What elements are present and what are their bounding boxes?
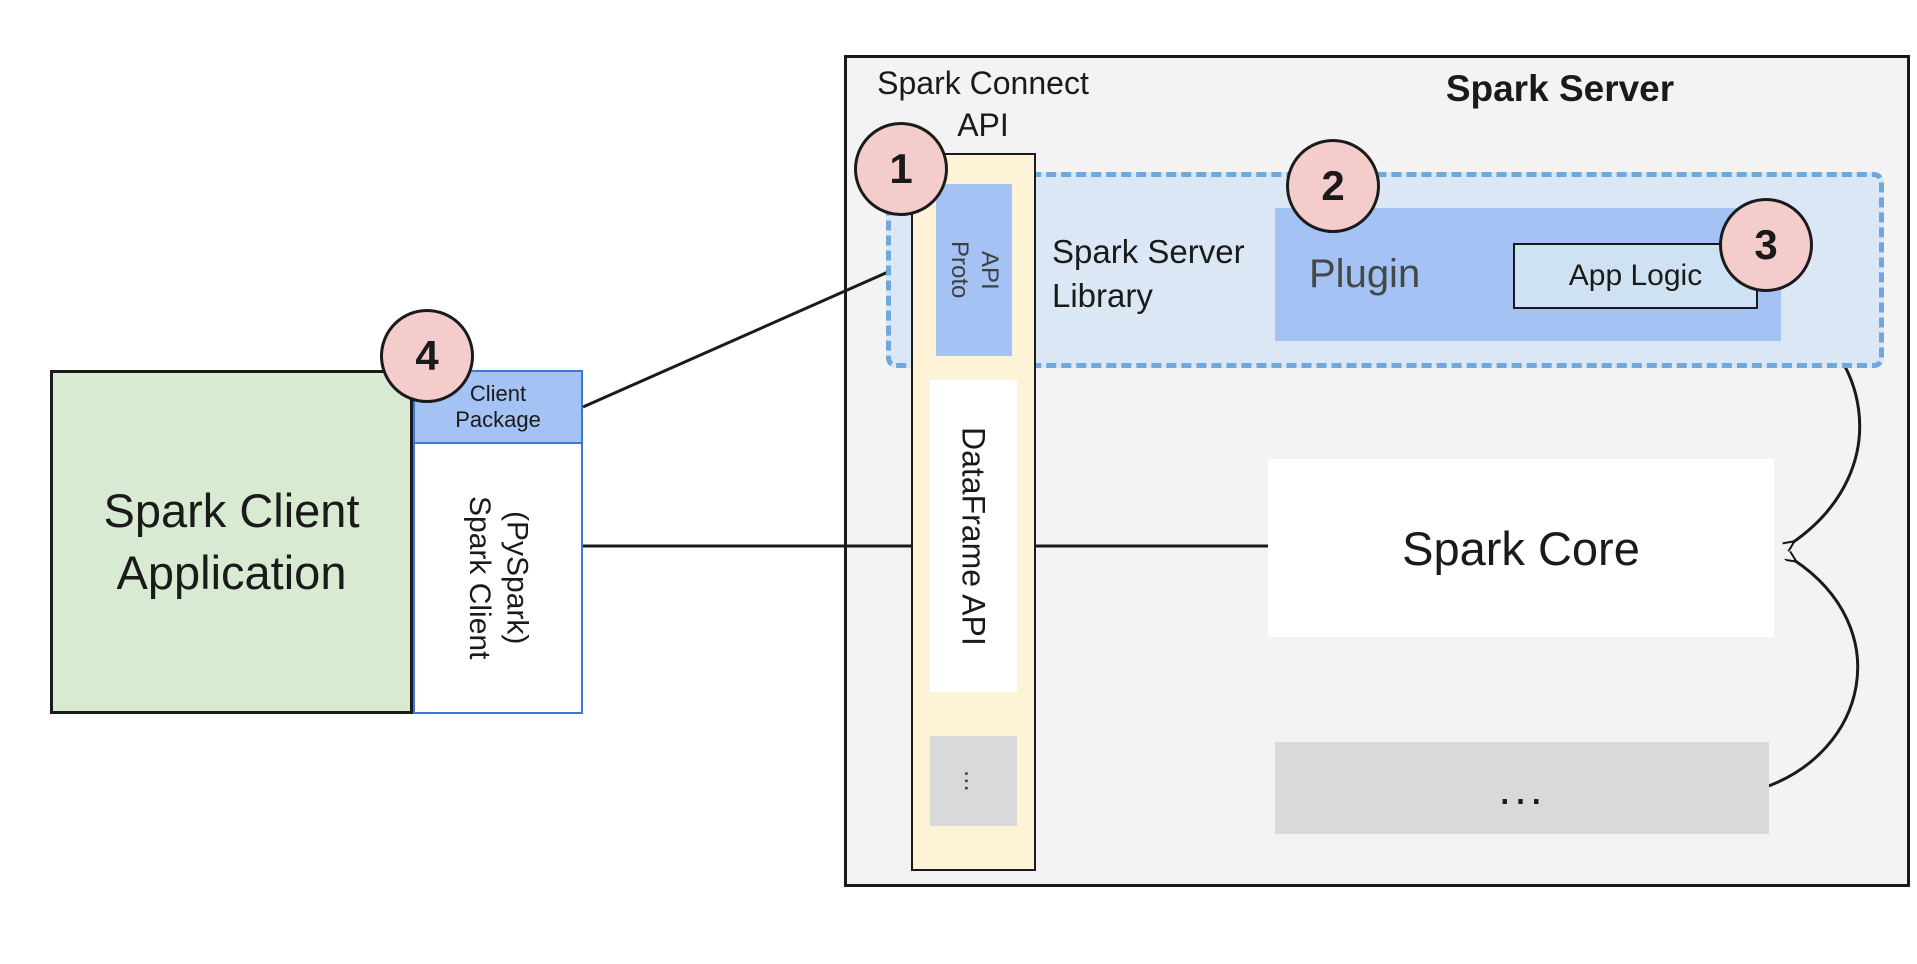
spark-connect-api-label-line1: Spark Connect: [877, 65, 1089, 101]
client-app-label-line2: Application: [116, 546, 347, 599]
spark-client-label-line2: (PySpark): [500, 511, 534, 645]
spark-client-label: Spark Client (PySpark): [461, 496, 536, 659]
client-app-label-line1: Spark Client: [103, 483, 360, 537]
proto-api-label-line1: Proto: [946, 241, 973, 299]
proto-api-box: Proto API: [936, 184, 1012, 356]
core-ellipsis-box: ...: [1275, 742, 1769, 834]
spark-server-library-label-line1: Spark Server: [1052, 233, 1245, 270]
spark-server-library-label-line2: Library: [1052, 277, 1153, 314]
step-badge-3: 3: [1719, 198, 1813, 292]
core-ellipsis: ...: [1498, 762, 1546, 814]
client-package-label-line1: Client: [469, 380, 527, 406]
app-logic-label: App Logic: [1568, 259, 1703, 292]
connector-package-to-proto: [582, 270, 889, 409]
dataframe-api-box: DataFrame API: [930, 380, 1017, 692]
spark-client-pyspark-box: Spark Client (PySpark): [413, 444, 583, 714]
dataframe-api-label: DataFrame API: [955, 426, 992, 646]
plugin-label: Plugin: [1309, 252, 1421, 296]
step-badge-1: 1: [854, 122, 948, 216]
api-column-ellipsis-box: ...: [930, 736, 1017, 826]
spark-connect-api-label-line2: API: [957, 107, 1009, 143]
spark-server-title: Spark Server: [1445, 68, 1675, 109]
spark-connect-api-label: Spark Connect API: [858, 62, 1108, 146]
app-logic-box: App Logic: [1513, 243, 1758, 309]
proto-api-label: Proto API: [944, 241, 1004, 298]
client-package-label-line2: Package: [455, 407, 541, 432]
proto-api-label-line2: API: [976, 250, 1003, 290]
step-badge-4: 4: [380, 309, 474, 403]
step-badge-2: 2: [1286, 139, 1380, 233]
spark-core-label: Spark Core: [1402, 521, 1640, 575]
spark-client-label-line1: Spark Client: [463, 496, 496, 660]
spark-core-box: Spark Core: [1268, 459, 1774, 637]
api-column-ellipsis: ...: [958, 770, 989, 792]
spark-server-library-label: Spark Server Library: [1052, 230, 1282, 318]
spark-client-application-box: Spark Client Application: [50, 370, 413, 714]
